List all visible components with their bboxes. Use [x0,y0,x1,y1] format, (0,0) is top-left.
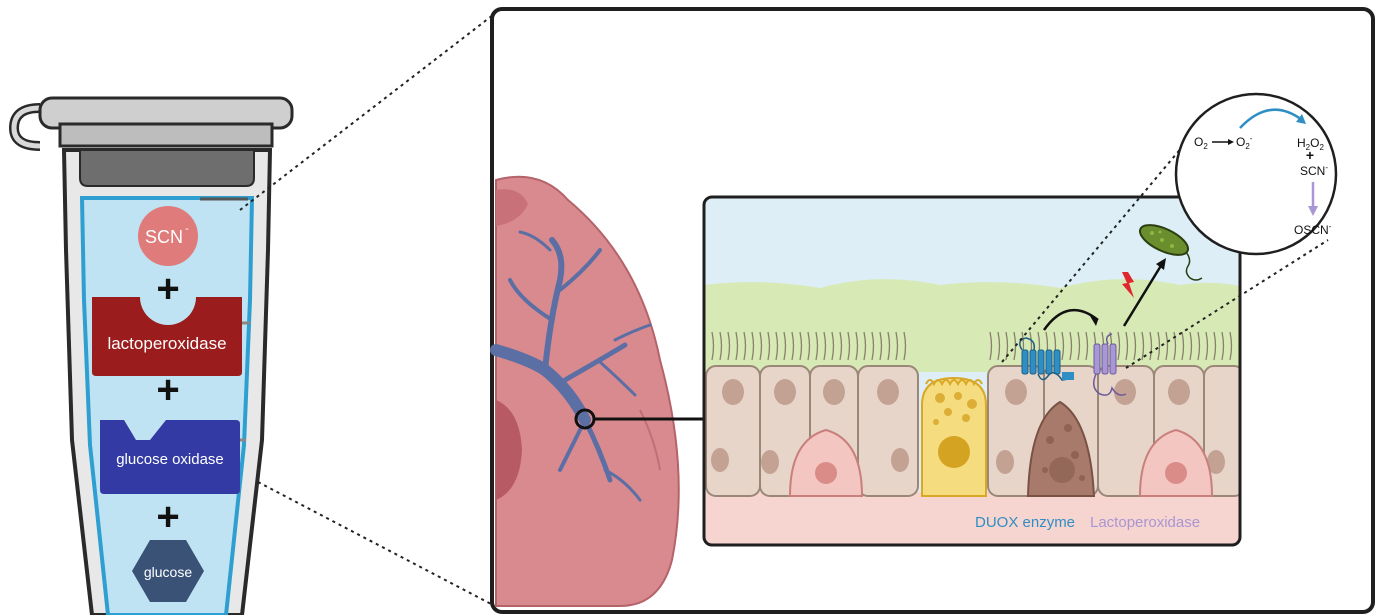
plus-sign-1: + [156,267,179,311]
plus-sign-3: + [156,495,179,539]
zoom-line-bottom [258,482,493,605]
scn-reactant: SCN- [1300,163,1328,178]
scn-label: SCN [145,227,183,247]
scn-charge: - [185,223,189,235]
reaction-circle: O2 O2- H2O2 + SCN- OSCN- [1176,94,1336,254]
lactoperoxidase-label: lactoperoxidase [107,334,226,353]
legend-lactoperoxidase: Lactoperoxidase [1090,514,1200,531]
plus-sign-2: + [156,368,179,412]
test-tube: SCN - + lactoperoxidase + glucose oxidas… [14,98,292,615]
glucose-label: glucose [144,564,192,580]
oscn-product: OSCN- [1294,222,1332,237]
glucose-oxidase-label: glucose oxidase [116,451,224,468]
epithelium-inset: DUOX enzyme Lactoperoxidase [704,197,1244,552]
legend-duox: DUOX enzyme [975,514,1075,531]
reaction-plus: + [1306,147,1314,163]
